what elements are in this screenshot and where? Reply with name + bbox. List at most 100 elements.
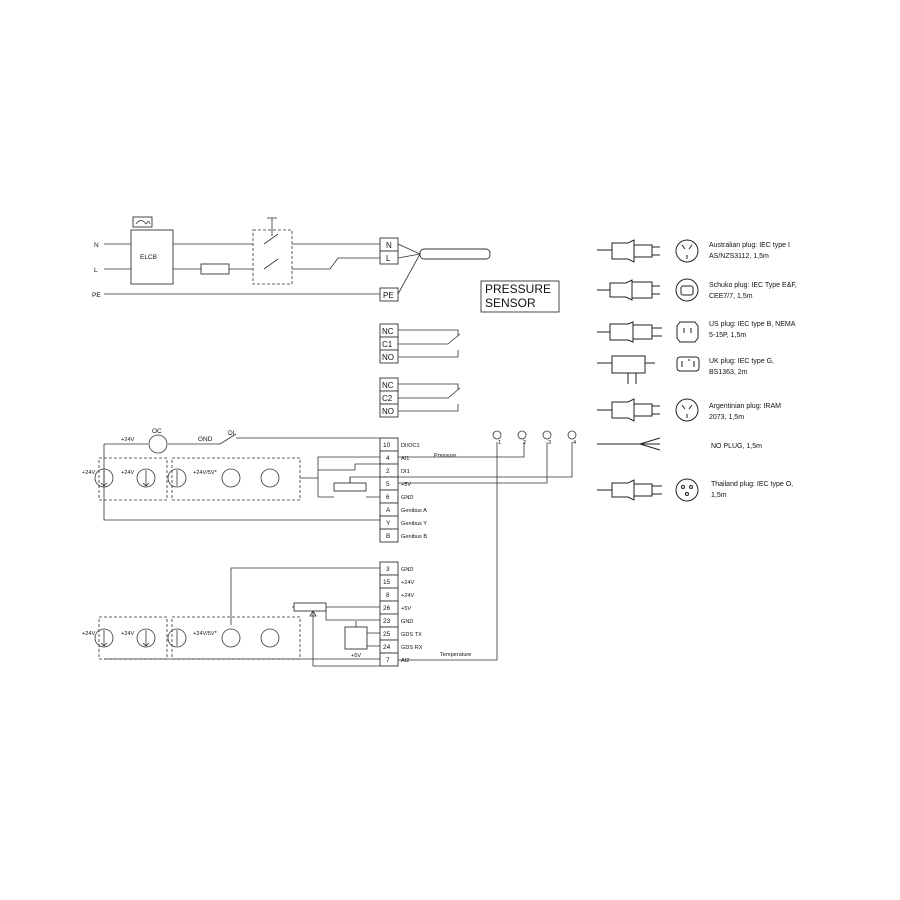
sensor-enclosure	[171, 457, 301, 501]
plug-description: 1,5m	[711, 492, 727, 499]
sensor-source-5	[260, 468, 280, 488]
terminal-label: GND	[401, 567, 413, 573]
plug-description: Schuko plug: IEC Type E&F,	[709, 282, 797, 289]
elcb-label: ELCB	[140, 254, 157, 261]
terminal-label: +5V	[401, 482, 411, 488]
plug-description: CEE7/7, 1,5m	[709, 293, 753, 300]
supply-label: +24V	[82, 631, 95, 637]
supply-label: +24V	[121, 631, 134, 637]
sensor-source-5	[260, 628, 280, 648]
plug-description: Thailand plug: IEC type O,	[711, 481, 793, 488]
terminal-label: +24V	[401, 580, 414, 586]
terminal-number: 2	[386, 468, 390, 475]
no-plug-cable-icon	[597, 437, 661, 451]
terminal-number: 15	[383, 579, 391, 586]
terminal-number: 6	[386, 494, 390, 501]
supply-label: +24V	[121, 470, 134, 476]
terminal-label: Genibus A	[401, 508, 427, 514]
di-oc1-line	[104, 437, 380, 445]
sensor-source-4	[221, 468, 241, 488]
relay2-c: C2	[382, 394, 393, 403]
sensor-title-line2: SENSOR	[485, 296, 536, 310]
terminal-label: GND	[401, 495, 413, 501]
fuse-icon	[200, 263, 230, 275]
sensor-pins: 1 2 3 4	[492, 430, 577, 446]
terminal-number: B	[386, 533, 390, 540]
australian-plug-icon	[597, 239, 699, 263]
plug-description: Australian plug: IEC type I	[709, 242, 790, 249]
supply-label: +24V/5V*	[193, 470, 218, 476]
terminal-l: L	[386, 254, 391, 263]
sensor-enclosure	[98, 616, 168, 660]
plug-description: UK plug: IEC type G,	[709, 358, 774, 365]
terminal-number: A	[386, 507, 391, 514]
sensor-source-4	[221, 628, 241, 648]
relay2-nc: NC	[382, 381, 394, 390]
n-line-label: N	[94, 242, 99, 249]
l-line-label: L	[94, 267, 98, 274]
elcb-breaker: ELCB	[130, 216, 174, 285]
gnd-wire	[230, 567, 380, 625]
relay1-nc: NC	[382, 327, 394, 336]
pressure-label: Pressure	[434, 453, 456, 459]
terminal-label: +24V	[401, 593, 414, 599]
plug-description: BS1363, 2m	[709, 369, 748, 376]
oc-label: OC	[152, 428, 162, 435]
plus5v-line	[398, 442, 548, 484]
terminal-label: +5V	[401, 606, 411, 612]
terminal-number: 10	[383, 442, 391, 449]
relay-1: NC C1 NO	[379, 323, 461, 364]
terminal-label: GND	[401, 619, 413, 625]
plug-description: 2073, 1,5m	[709, 414, 744, 421]
sensor-source-3	[167, 628, 187, 648]
plug-legend: Australian plug: IEC type I AS/NZS3112, …	[597, 239, 797, 502]
terminal-label: GDS RX	[401, 645, 423, 651]
terminal-pe: PE	[383, 291, 394, 300]
pin-label: 1	[498, 440, 501, 446]
io-block-2: 3 15 8 26 23 25 24 7 GND +24V +24V +5V G…	[82, 442, 498, 667]
relay2-no: NO	[382, 407, 394, 416]
di-label: DI	[228, 430, 235, 437]
supply-label: +24V	[82, 470, 95, 476]
terminal-number: 23	[383, 618, 391, 625]
l-line	[104, 257, 380, 270]
uk-plug-icon	[597, 355, 700, 384]
plug-description: US plug: IEC type B, NEMA	[709, 321, 796, 328]
plug-description: NO PLUG, 1,5m	[711, 443, 762, 450]
pe-line-label: PE	[92, 292, 101, 299]
relay1-no: NO	[382, 353, 394, 362]
terminal-number: 25	[383, 631, 391, 638]
pin-label: 3	[548, 440, 551, 446]
terminal-number: 26	[383, 605, 391, 612]
terminal-number: 24	[383, 644, 391, 651]
sensor-source-2	[136, 628, 156, 648]
oc-supply-label: +24V	[121, 437, 134, 443]
plug-description: Argentinian plug: IRAM	[709, 403, 781, 410]
plus5v-label: +5V	[351, 653, 361, 659]
thailand-plug-icon	[597, 478, 699, 502]
terminal-label: Genibus B	[401, 534, 427, 540]
relay-2: NC C2 NO	[379, 377, 461, 418]
gnd-line	[398, 442, 573, 478]
temperature-label: Temperature	[440, 652, 471, 658]
sensor-title-line1: PRESSURE	[485, 282, 551, 296]
terminal-label: DI/OC1	[401, 443, 420, 449]
pressure-line	[398, 442, 525, 458]
potentiometer-2	[293, 602, 327, 612]
terminal-label: AI2	[401, 658, 409, 664]
terminal-label: GDS TX	[401, 632, 422, 638]
argentinian-plug-icon	[597, 398, 699, 422]
schuko-plug-icon	[597, 278, 699, 302]
terminal-number: 8	[386, 592, 390, 599]
sensor-enclosure	[98, 457, 168, 501]
io-block-1: 10 4 2 5 6 A Y B DI/OC1 AI1 DI1 +5V GND …	[82, 428, 577, 543]
pin-label: 2	[523, 440, 526, 446]
block2-terminals: 3 15 8 26 23 25 24 7 GND +24V +24V +5V G…	[379, 561, 423, 667]
di-switch	[219, 433, 237, 445]
pressure-sensor-box: PRESSURE SENSOR	[480, 280, 560, 313]
terminal-number: 5	[386, 481, 390, 488]
terminal-n: N	[386, 241, 392, 250]
sensor-enclosure	[171, 616, 301, 660]
plug-description: 5-15P, 1,5m	[709, 332, 746, 339]
